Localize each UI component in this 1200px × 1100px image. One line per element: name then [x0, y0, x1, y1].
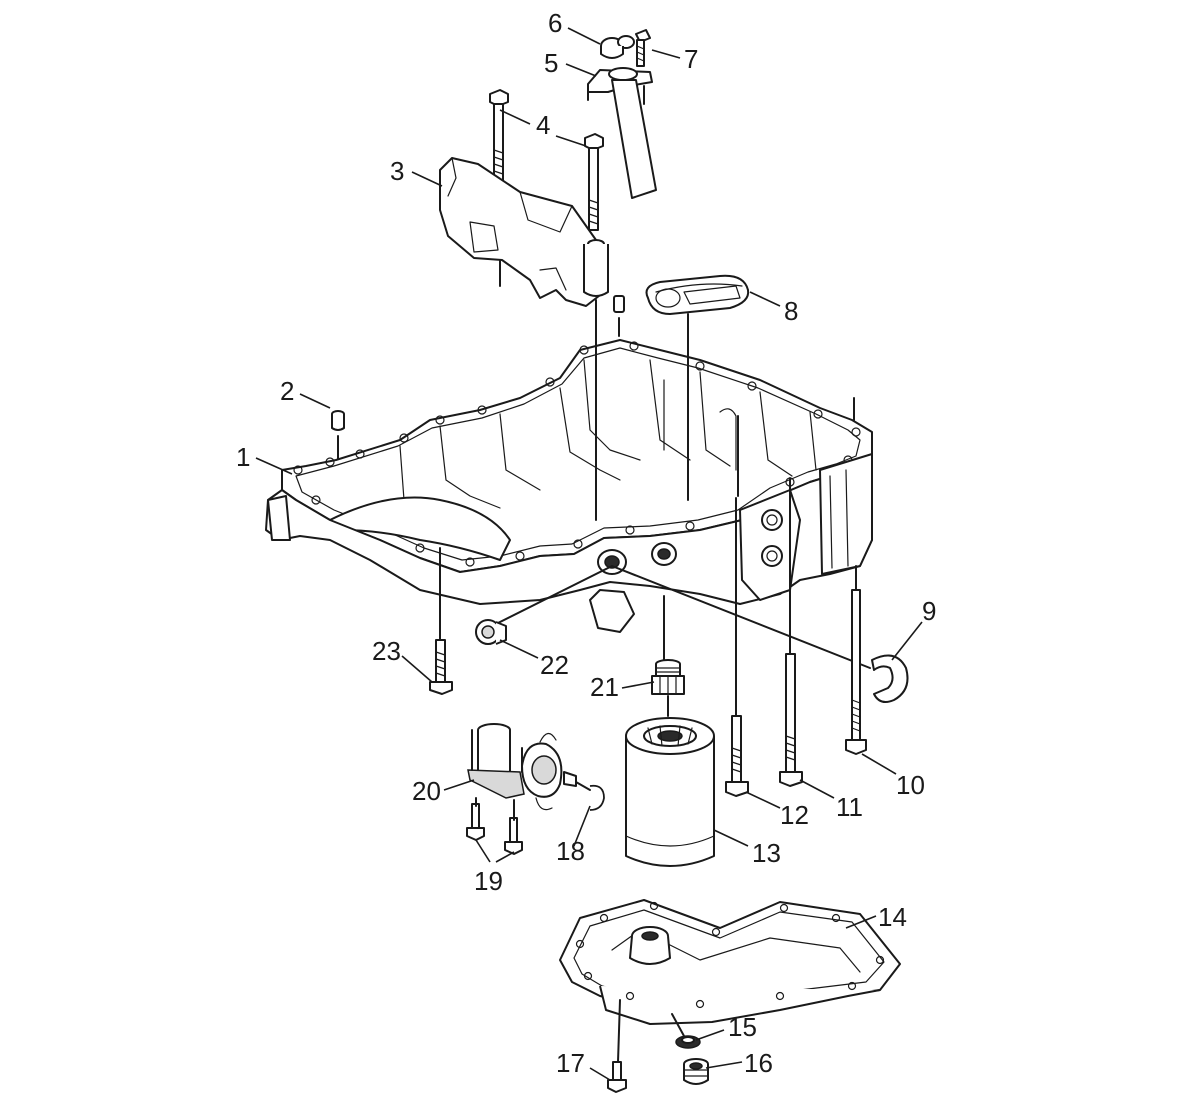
callout-15: 15 [728, 1012, 757, 1042]
part-2-dowel-pin [331, 410, 345, 461]
callout-17: 17 [556, 1048, 585, 1078]
callout-18: 18 [556, 836, 585, 866]
callout-23: 23 [372, 636, 401, 666]
part-17-bolt [607, 999, 627, 1093]
callout-20: 20 [412, 776, 441, 806]
part-12-bolt [725, 715, 749, 797]
part-19-bolts [466, 797, 523, 855]
callout-8: 8 [784, 296, 798, 326]
callout-3: 3 [390, 156, 404, 186]
part-16-drain-plug [683, 1058, 709, 1085]
callout-9: 9 [922, 596, 936, 626]
callout-16: 16 [744, 1048, 773, 1078]
part-4-bolts [489, 89, 604, 231]
part-5-tube-bracket [587, 67, 657, 199]
part-6-cap [600, 35, 635, 59]
assembly-guide-lines [439, 299, 871, 717]
part-7-bolt [635, 29, 651, 67]
callout-5: 5 [544, 48, 558, 78]
part-21-adapter [651, 659, 685, 717]
callout-14: 14 [878, 902, 907, 932]
callout-2: 2 [280, 376, 294, 406]
part-13-oil-filter [625, 717, 715, 867]
callout-7: 7 [684, 44, 698, 74]
part-11-bolt [779, 653, 803, 787]
part-15-washer [671, 1013, 701, 1049]
part-8-gasket [645, 274, 750, 315]
part-9-clip [871, 654, 909, 703]
callout-10: 10 [896, 770, 925, 800]
callout-11: 11 [836, 792, 863, 822]
callout-labels: 1 2 3 4 5 6 7 8 9 10 11 12 13 14 15 16 1… [236, 8, 936, 1078]
callout-4: 4 [536, 110, 550, 140]
callout-22: 22 [540, 650, 569, 680]
callout-19: 19 [474, 866, 503, 896]
part-3-baffle [439, 157, 609, 307]
callout-21: 21 [590, 672, 619, 702]
part-1-upper-oil-pan [265, 339, 873, 633]
leader-lines [255, 27, 923, 1081]
callout-6: 6 [548, 8, 562, 38]
callout-1: 1 [236, 442, 250, 472]
part-18-oring [589, 784, 605, 811]
dowel-top [613, 295, 625, 337]
part-20-sensor [467, 723, 591, 811]
part-23-bolt [429, 639, 453, 695]
callout-13: 13 [752, 838, 781, 868]
callout-12: 12 [780, 800, 809, 830]
part-10-bolt [845, 589, 867, 755]
lower-pan-bolt-holes [575, 901, 885, 1009]
part-14-lower-oil-pan [559, 899, 901, 1025]
part-22-plug [475, 619, 507, 645]
